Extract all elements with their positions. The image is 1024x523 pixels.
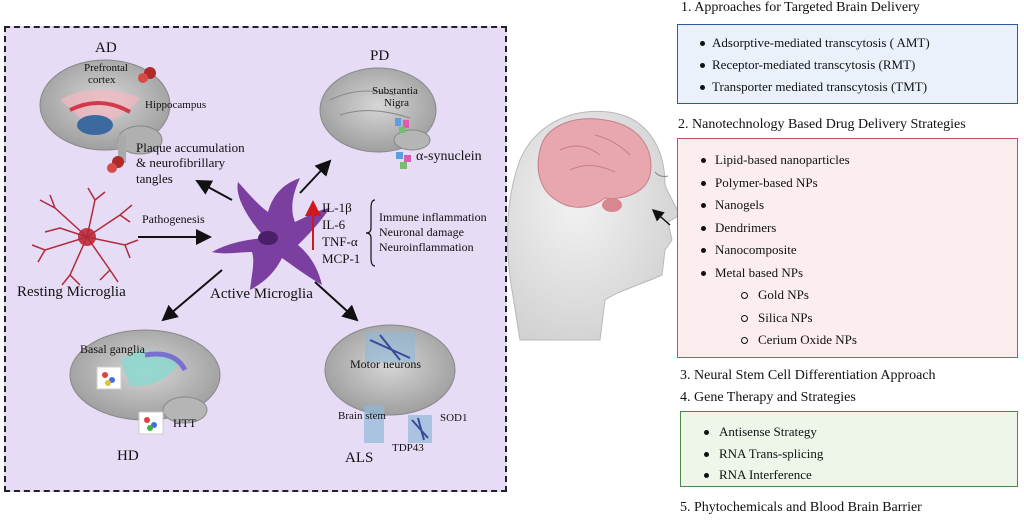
cytokine-il6: IL-6 <box>322 217 346 232</box>
intranasal-arrow <box>651 209 671 226</box>
label-brain-stem: Brain stem <box>338 410 386 422</box>
pathogenesis-label: Pathogenesis <box>142 212 205 226</box>
hd-title: HD <box>117 448 139 464</box>
human-head-illustration <box>506 110 681 341</box>
arrow-to-als <box>314 281 359 322</box>
active-microglia-label: Active Microglia <box>210 286 313 302</box>
s1-item-tmt: Transporter mediated transcytosis (TMT) <box>678 76 1017 98</box>
s2-item-polymer: Polymer-based NPs <box>678 172 1017 195</box>
s1-item-amt: Adsorptive-mediated transcytosis ( AMT) <box>678 32 1017 54</box>
s2-subitem-silica: Silica NPs <box>678 307 1017 330</box>
label-prefrontal-1: Prefrontal <box>84 62 128 74</box>
arrow-to-hd <box>161 269 223 322</box>
arrow-to-ad <box>195 180 233 201</box>
section-4-title: 4. Gene Therapy and Strategies <box>680 390 856 405</box>
effect-neuronal-damage: Neuronal damage <box>379 225 464 239</box>
cytokine-mcp1: MCP-1 <box>322 251 361 266</box>
s1-item-rmt: Receptor-mediated transcytosis (RMT) <box>678 54 1017 76</box>
s2-item-metal: Metal based NPs <box>678 262 1017 285</box>
label-substantia-2: Nigra <box>384 97 410 109</box>
s4-item-trans-splicing: RNA Trans-splicing <box>681 443 1017 465</box>
als-brain-illustration <box>324 324 456 443</box>
s2-item-nanocomposite: Nanocomposite <box>678 239 1017 262</box>
ad-note-2: & neurofibrillary <box>136 155 226 170</box>
s4-item-interference: RNA Interference <box>681 464 1017 486</box>
effects-brace <box>365 199 376 267</box>
resting-microglia-cell <box>31 187 139 286</box>
section-2-box: Lipid-based nanoparticles Polymer-based … <box>677 138 1018 358</box>
label-basal-ganglia: Basal ganglia <box>80 342 145 356</box>
pd-title: PD <box>370 48 390 64</box>
s2-subitem-cerium: Cerium Oxide NPs <box>678 329 1017 352</box>
s2-item-dendrimers: Dendrimers <box>678 217 1017 240</box>
cytokine-tnfa: TNF-α <box>322 234 358 249</box>
ad-note-3: tangles <box>136 171 173 186</box>
label-prefrontal-2: cortex <box>88 74 116 86</box>
s4-item-antisense: Antisense Strategy <box>681 421 1017 443</box>
pathway-arrows <box>138 159 359 322</box>
resting-microglia-label: Resting Microglia <box>17 284 126 300</box>
section-3-title: 3. Neural Stem Cell Differentiation Appr… <box>680 368 936 383</box>
arrow-to-pd <box>299 159 332 194</box>
section-1-title: 1. Approaches for Targeted Brain Deliver… <box>681 0 920 15</box>
effect-immune-inflammation: Immune inflammation <box>379 210 487 224</box>
section-1-box: Adsorptive-mediated transcytosis ( AMT) … <box>677 24 1018 104</box>
label-substantia-1: Substantia <box>372 85 418 97</box>
section-2-title: 2. Nanotechnology Based Drug Delivery St… <box>678 117 966 132</box>
pd-brain-illustration <box>319 67 437 169</box>
cytokine-il1b: IL-1β <box>322 200 352 215</box>
effect-neuroinflammation: Neuroinflammation <box>379 240 474 254</box>
label-hippocampus: Hippocampus <box>145 99 207 111</box>
pd-protein: α-synuclein <box>416 149 482 164</box>
hd-brain-illustration <box>69 329 221 435</box>
active-microglia-cell <box>212 178 330 290</box>
als-protein-tdp43: TDP43 <box>392 442 424 454</box>
section-4-box: Antisense Strategy RNA Trans-splicing RN… <box>680 411 1018 487</box>
hd-protein: HTT <box>173 416 197 430</box>
als-title: ALS <box>345 450 374 466</box>
ad-title: AD <box>95 40 117 56</box>
label-motor-neurons: Motor neurons <box>350 357 421 371</box>
s2-item-lipid: Lipid-based nanoparticles <box>678 149 1017 172</box>
ad-brain-illustration <box>39 59 171 173</box>
ad-note-1: Plaque accumulation <box>136 140 245 155</box>
als-protein-sod1: SOD1 <box>440 412 468 424</box>
s2-item-nanogels: Nanogels <box>678 194 1017 217</box>
section-5-title: 5. Phytochemicals and Blood Brain Barrie… <box>680 500 922 515</box>
s2-subitem-gold: Gold NPs <box>678 284 1017 307</box>
